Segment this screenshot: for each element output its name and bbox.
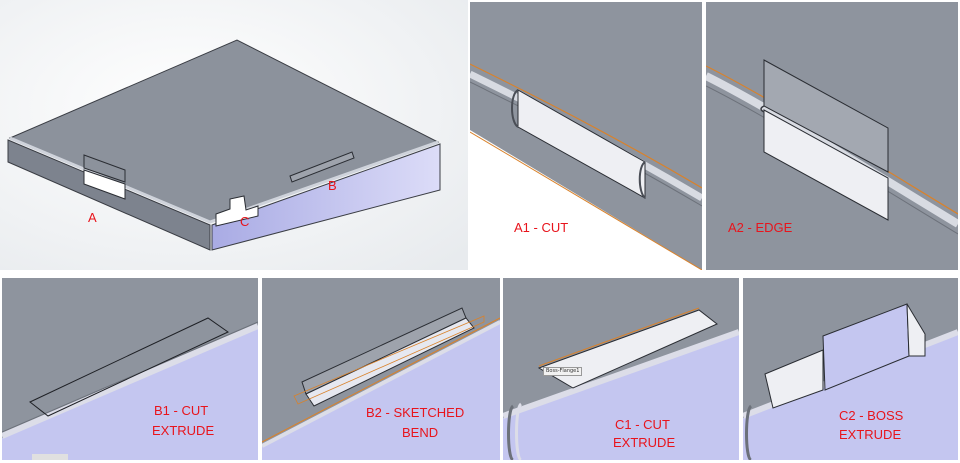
overview-model	[0, 0, 468, 270]
c1-model	[503, 278, 739, 460]
c2-caption-line1: C2 - BOSS	[839, 408, 904, 423]
c2-caption-line2: EXTRUDE	[839, 427, 902, 442]
b2-caption-line2: BEND	[402, 425, 439, 440]
panel-a1-cut: A1 - CUT	[470, 2, 702, 270]
panel-c2-boss-extrude: C2 - BOSS EXTRUDE	[743, 278, 958, 460]
panel-b2-sketched-bend: B2 - SKETCHED BEND	[262, 278, 500, 460]
c1-caption-line2: EXTRUDE	[613, 435, 676, 450]
panel-b1-cut-extrude: B1 - CUT EXTRUDE	[2, 278, 258, 460]
a1-model	[470, 2, 702, 270]
b2-caption-line1: B2 - SKETCHED	[366, 405, 465, 420]
c1-feature-tag: Boss-Flange1	[543, 367, 583, 376]
panel-a2-edge: A2 - EDGE	[706, 2, 958, 270]
panel-c1-cut-extrude: Boss-Flange1 C1 - CUT EXTRUDE	[503, 278, 739, 460]
a2-model	[706, 2, 958, 270]
b1-caption-line2: EXTRUDE	[152, 423, 215, 438]
label-b: B	[328, 178, 337, 193]
c2-model	[743, 278, 958, 460]
a1-caption: A1 - CUT	[514, 220, 569, 235]
b1-caption-line1: B1 - CUT	[154, 403, 209, 418]
overview-panel: A B C	[0, 0, 468, 270]
b1-model	[2, 278, 258, 460]
c1-caption-line1: C1 - CUT	[615, 417, 670, 432]
label-c: C	[240, 214, 250, 229]
a2-caption: A2 - EDGE	[728, 220, 793, 235]
b2-model	[262, 278, 500, 460]
label-a: A	[88, 210, 97, 225]
